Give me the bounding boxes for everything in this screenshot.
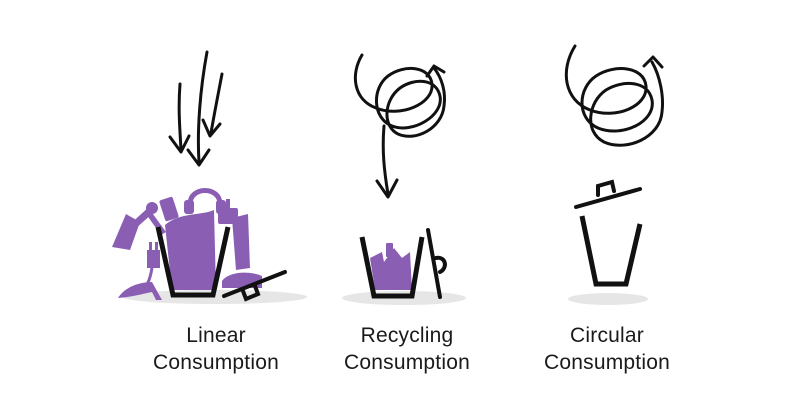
recycling-lid-icon (426, 228, 447, 299)
recycling-panel (342, 53, 466, 305)
circular-panel (564, 44, 664, 305)
recycling-bin-icon (359, 236, 425, 299)
recycling-loop-arrow-icon (353, 53, 446, 199)
circular-lid-icon (574, 179, 642, 209)
circular-floor-shadow (568, 293, 648, 305)
linear-arrows-icon (168, 50, 224, 167)
circular-loop-arrow-icon (564, 44, 664, 147)
recycling-contents-icon (370, 243, 412, 290)
recycling-label-line2: Consumption (344, 351, 470, 374)
linear-consumption-label: Linear Consumption (96, 322, 336, 376)
linear-label-line2: Consumption (153, 351, 279, 374)
linear-bin-icon (155, 226, 231, 298)
junk-pile-icon (112, 188, 262, 300)
recycling-consumption-label: Recycling Consumption (287, 322, 527, 376)
linear-label-line1: Linear (186, 324, 246, 347)
circular-label-line2: Consumption (544, 351, 670, 374)
circular-label-line1: Circular (570, 324, 644, 347)
circular-bin-icon (579, 215, 643, 287)
linear-lid-icon (222, 270, 287, 302)
linear-panel (112, 50, 307, 304)
recycling-label-line1: Recycling (360, 324, 454, 347)
circular-consumption-label: Circular Consumption (487, 322, 727, 376)
